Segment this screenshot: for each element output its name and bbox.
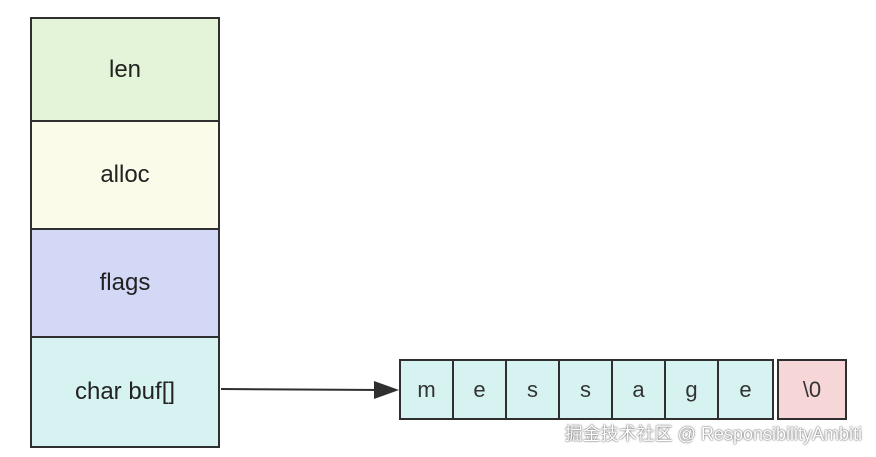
arrow-line [220,388,383,391]
char-cell: e [739,376,752,402]
char-cell: g [666,361,719,418]
null-terminator-cell: \0 [777,359,847,420]
field-buf: char buf[] [32,338,218,446]
char-cell: s [507,361,560,418]
char-cell: m [401,361,454,418]
watermark: 掘金技术社区 @ ResponsibilityAmbiti [564,424,862,444]
field-len: len [32,19,218,122]
arrow-head [374,381,399,399]
char-cell: e [454,361,507,418]
field-flags: flags [32,230,218,338]
sds-struct: len alloc flags char buf[] [30,17,220,448]
char-cell: s [560,361,613,418]
char-cell: a [613,361,666,418]
char-array: m e s s a g e [399,359,774,420]
field-alloc: alloc [32,122,218,230]
